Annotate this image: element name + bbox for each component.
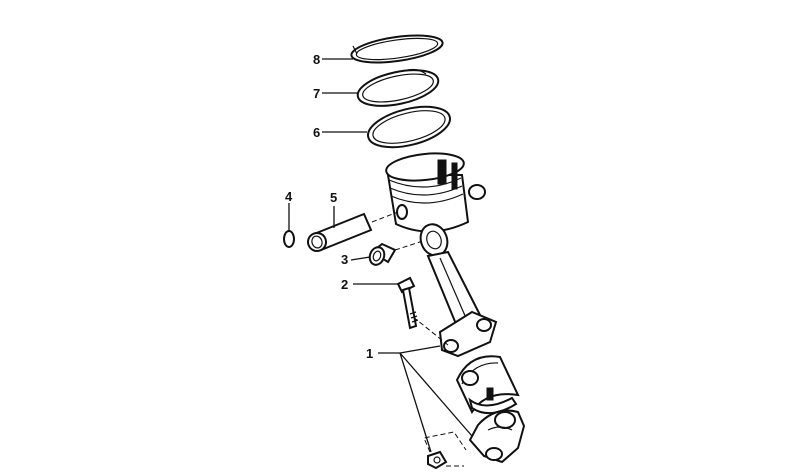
rod-bolt-2 [396, 276, 419, 330]
callout-6: 6 [313, 125, 320, 140]
bearing-shells [455, 355, 520, 415]
leader-lines [288, 58, 473, 453]
piston-ring-6 [367, 105, 451, 149]
bushing-3 [368, 239, 427, 266]
piston-ring-7 [356, 68, 440, 107]
connecting-rod [406, 223, 498, 358]
rod-cap [468, 409, 526, 464]
piston-pin-5 [307, 211, 399, 252]
callout-1: 1 [366, 346, 373, 361]
callout-4: 4 [285, 189, 293, 204]
callout-8: 8 [313, 52, 320, 67]
piston-ring-8 [350, 34, 444, 64]
callout-3: 3 [341, 252, 348, 267]
callout-7: 7 [313, 86, 320, 101]
callout-2: 2 [341, 277, 348, 292]
circlip-4 [283, 230, 295, 248]
piston [385, 152, 486, 233]
rod-nut [423, 431, 467, 470]
callout-5: 5 [330, 190, 337, 205]
